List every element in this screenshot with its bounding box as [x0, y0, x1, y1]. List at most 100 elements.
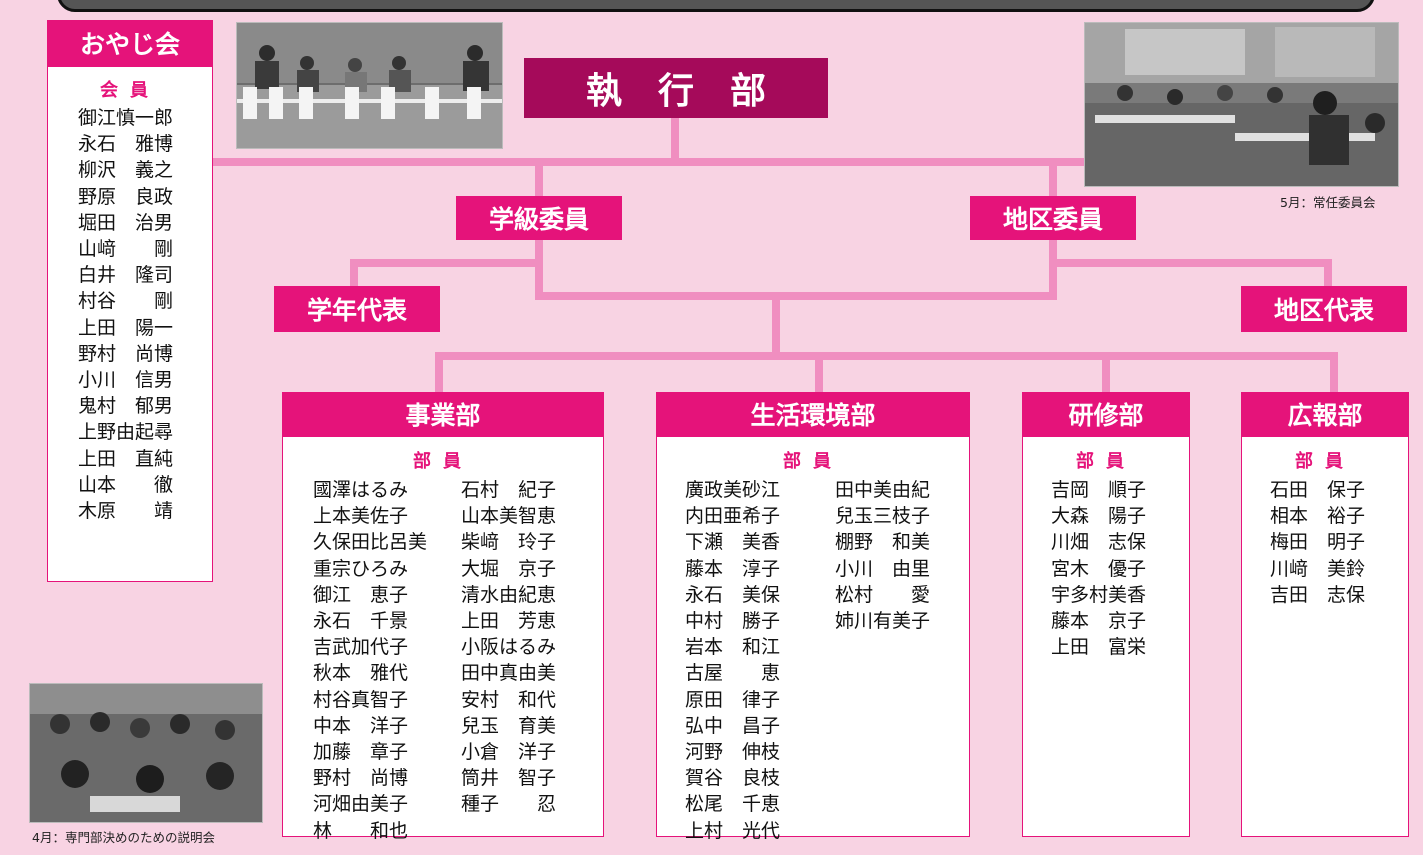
member-name: 棚野 和美 — [835, 531, 931, 554]
member-name: 小川 信男 — [78, 369, 174, 392]
member-name: 原田 律子 — [685, 688, 781, 711]
member-name: 國澤はるみ — [313, 479, 409, 501]
member-name: 石田 保子 — [1270, 479, 1366, 501]
member-name: 岩本 和江 — [685, 636, 781, 659]
connector — [815, 352, 823, 394]
member-name: 野原 良政 — [78, 185, 174, 208]
member-name: 上村 光代 — [685, 819, 781, 842]
member-name: 廣政美砂江 — [685, 479, 781, 501]
member-name: 梅田 明子 — [1270, 531, 1366, 554]
member-name: 野村 尚博 — [78, 342, 174, 365]
member-name: 川畑 志保 — [1051, 531, 1147, 554]
member-name: 山本美智恵 — [461, 505, 557, 528]
member-name: 賀谷 良枝 — [685, 767, 781, 790]
member-name: 筒井 智子 — [461, 767, 557, 790]
connector — [435, 352, 443, 394]
member-name: 田中真由美 — [461, 662, 557, 685]
member-name: 柳沢 義之 — [78, 159, 174, 182]
jigyo-panel: 部員 國澤はるみ上本美佐子久保田比呂美重宗ひろみ御江 恵子永石 千景吉武加代子秋… — [282, 436, 604, 842]
member-name: 藤本 京子 — [1051, 610, 1147, 633]
member-name: 松村 愛 — [835, 583, 931, 606]
member-name: 白井 隆司 — [78, 264, 174, 287]
member-name: 安村 和代 — [461, 688, 557, 711]
connector — [1049, 162, 1057, 202]
member-name: 兒玉 育美 — [461, 714, 557, 737]
jigyo-title: 事業部 — [282, 392, 604, 436]
member-name: 永石 千景 — [313, 610, 409, 633]
kenshu-title: 研修部 — [1022, 392, 1190, 436]
member-name: 上野由起尋 — [78, 421, 174, 444]
member-name: 大堀 京子 — [461, 557, 557, 580]
connector — [1053, 259, 1332, 267]
member-name: 中村 勝子 — [685, 610, 781, 633]
member-name: 河野 伸枝 — [685, 741, 781, 764]
member-name: 上田 芳恵 — [461, 610, 557, 633]
seikatsu-sub: 部員 — [783, 451, 843, 472]
jigyo-col2: 石村 紀子山本美智恵柴﨑 玲子大堀 京子清水由紀恵上田 芳恵小阪はるみ田中真由美… — [461, 477, 556, 818]
member-name: 兒玉三枝子 — [835, 505, 931, 528]
member-name: 宮木 優子 — [1051, 557, 1147, 580]
grade-rep-label: 学年代表 — [274, 286, 440, 332]
seikatsu-col1: 廣政美砂江内田亜希子下瀬 美香藤本 淳子永石 美保中村 勝子岩本 和江古屋 恵原… — [685, 477, 780, 844]
member-name: 古屋 恵 — [685, 662, 781, 685]
member-name: 秋本 雅代 — [313, 662, 409, 685]
koho-panel: 部員 石田 保子相本 裕子梅田 明子川﨑 美鈴吉田 志保 — [1241, 436, 1409, 837]
seikatsu-panel: 部員 廣政美砂江内田亜希子下瀬 美香藤本 淳子永石 美保中村 勝子岩本 和江古屋… — [656, 436, 970, 842]
member-name: 上田 富栄 — [1051, 636, 1147, 659]
member-name: 柴﨑 玲子 — [461, 531, 557, 554]
member-name: 堀田 治男 — [78, 211, 174, 234]
connector — [1102, 352, 1110, 394]
member-name: 御江慎一郎 — [78, 107, 174, 129]
meeting-panel-photo — [236, 22, 503, 149]
seikatsu-title: 生活環境部 — [656, 392, 970, 436]
jigyo-col1: 國澤はるみ上本美佐子久保田比呂美重宗ひろみ御江 恵子永石 千景吉武加代子秋本 雅… — [313, 477, 427, 844]
kenshu-panel: 部員 吉岡 順子大森 陽子川畑 志保宮木 優子宇多村美香藤本 京子上田 富栄 — [1022, 436, 1190, 837]
connector — [213, 158, 1298, 166]
connector — [535, 162, 543, 202]
class-committee-label: 学級委員 — [456, 196, 622, 240]
member-name: 吉田 志保 — [1270, 583, 1366, 606]
orientation-meeting-photo — [29, 683, 263, 823]
connector — [1324, 259, 1332, 287]
connector — [350, 259, 539, 267]
member-name: 小阪はるみ — [461, 636, 557, 659]
kenshu-col1: 吉岡 順子大森 陽子川畑 志保宮木 優子宇多村美香藤本 京子上田 富栄 — [1051, 477, 1146, 660]
committee-meeting-photo — [1084, 22, 1399, 187]
member-name: 加藤 章子 — [313, 741, 409, 764]
member-name: 永石 雅博 — [78, 133, 174, 156]
connector — [535, 238, 543, 300]
member-name: 村谷真智子 — [313, 688, 409, 711]
top-banner — [57, 0, 1375, 12]
member-name: 宇多村美香 — [1051, 583, 1147, 606]
member-name: 久保田比呂美 — [313, 531, 428, 554]
oyaji-title: おやじ会 — [47, 20, 213, 66]
april-photo-caption: 4月：専門部決めのための説明会 — [32, 830, 215, 845]
member-name: 大森 陽子 — [1051, 505, 1147, 528]
member-name: 御江 恵子 — [313, 583, 409, 606]
connector — [772, 296, 780, 358]
may-photo-caption: 5月：常任委員会 — [1280, 195, 1376, 210]
member-name: 清水由紀恵 — [461, 583, 557, 606]
member-name: 林 和也 — [313, 819, 409, 842]
member-name: 内田亜希子 — [685, 505, 781, 528]
member-name: 山﨑 剛 — [78, 238, 174, 261]
member-name: 永石 美保 — [685, 583, 781, 606]
oyaji-members: 御江慎一郎永石 雅博柳沢 義之野原 良政堀田 治男山﨑 剛白井 隆司村谷 剛上田… — [78, 105, 173, 524]
member-name: 吉武加代子 — [313, 636, 409, 659]
member-name: 上田 直純 — [78, 447, 174, 470]
member-name: 弘中 昌子 — [685, 714, 781, 737]
member-name: 下瀬 美香 — [685, 531, 781, 554]
member-name: 鬼村 郁男 — [78, 395, 174, 418]
connector — [435, 352, 1338, 360]
member-name: 上田 陽一 — [78, 316, 174, 339]
member-name: 木原 靖 — [78, 500, 174, 523]
koho-title: 広報部 — [1241, 392, 1409, 436]
member-name: 吉岡 順子 — [1051, 479, 1147, 501]
member-name: 中本 洋子 — [313, 714, 409, 737]
connector — [671, 116, 679, 162]
oyaji-sub: 会員 — [100, 80, 160, 101]
member-name: 重宗ひろみ — [313, 557, 409, 580]
member-name: 山本 徹 — [78, 473, 174, 496]
member-name: 田中美由紀 — [835, 479, 931, 501]
connector — [1049, 238, 1057, 300]
